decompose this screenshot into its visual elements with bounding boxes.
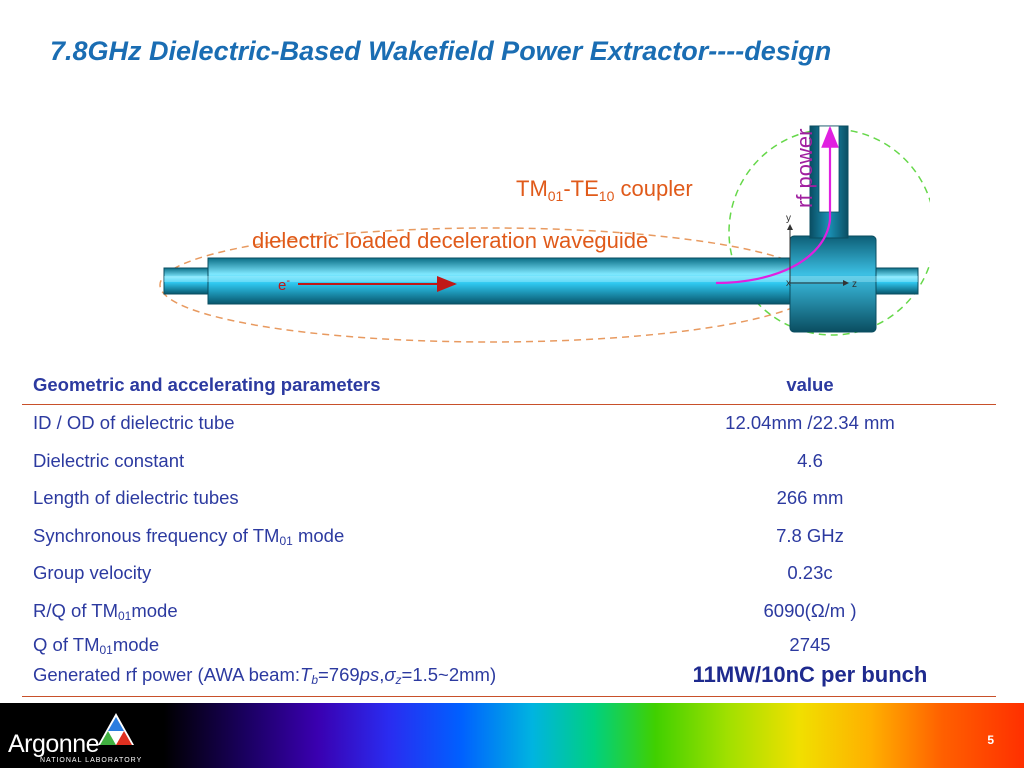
logo-text: Argonne [8,730,100,758]
waveguide-label: dielectric loaded deceleration waveguide [252,228,648,253]
table-row: Dielectric constant 4.6 [22,443,996,481]
row-value: 266 mm [776,487,844,508]
table-row: Generated rf power (AWA beam:Tb=769ps,σz… [22,662,996,697]
sigma-symbol: σ [384,664,396,685]
rf-power-path [715,125,839,285]
table-row: Synchronous frequency of TM01 mode 7.8 G… [22,518,996,556]
row-value: 2745 [789,634,831,655]
tube-highlight [164,276,918,282]
row-value: 7.8 GHz [776,524,844,546]
row-value: 0.23c [787,562,833,583]
row-parameter: R/Q of TM01mode [33,600,178,622]
row-parameter: Q of TM01mode [33,634,159,656]
param-text-post: mode [292,524,345,546]
row-parameter: ID / OD of dielectric tube [33,412,235,433]
row-value: 12.04mm /22.34 mm [725,412,895,433]
row-parameter: Length of dielectric tubes [33,487,239,508]
rf-power-label: rf power [792,129,817,208]
sigma-subscript-text: z [395,673,402,687]
header-parameter: Geometric and accelerating parameters [33,374,381,395]
parameters-table: Geometric and accelerating parameters va… [22,368,996,697]
table-row: Q of TM01mode 2745 [22,630,996,662]
row-parameter: Generated rf power (AWA beam:Tb=769ps,σz… [33,664,496,686]
table-row: Group velocity 0.23c [22,555,996,593]
param-text: Q of TM [33,634,100,655]
tb-value: =769 [318,664,360,685]
axis-y-label: y [786,213,791,224]
table-row: Length of dielectric tubes 266 mm [22,480,996,518]
param-subscript: 01 [117,608,132,623]
coupler-label-mid: -TE [563,176,598,201]
row-value: 4.6 [797,449,823,471]
coupler-label-post: coupler [614,176,692,201]
coupler-label-pre: TM [516,176,548,201]
header-value: value [786,374,834,395]
footer-bar: Argonne NATIONAL LABORATORY 5 [0,703,1024,768]
row-parameter: Dielectric constant [33,449,185,471]
table-header-row: Geometric and accelerating parameters va… [22,368,996,405]
row-value: 6090(Ω/m ) [763,599,857,621]
argonne-logo-icon [98,713,134,745]
param-subscript: 01 [99,643,113,657]
dielectric-tube [207,257,829,305]
param-text: Synchronous frequency of TM [33,524,280,546]
axis-x-label: x [786,278,791,289]
row-parameter: Group velocity [33,562,152,583]
slide-title: 7.8GHz Dielectric-Based Wakefield Power … [50,36,832,66]
row-parameter: Synchronous frequency of TM01 mode [33,525,344,547]
logo-subtitle: NATIONAL LABORATORY [40,757,143,764]
param-text-post: mode [131,599,178,621]
param-subscript: 01 [279,533,293,548]
electron-label: e- [278,275,290,294]
table-row: ID / OD of dielectric tube 12.04mm /22.3… [22,405,996,443]
tb-subscript: b [311,673,318,687]
tb-subscript-text: b [311,673,318,687]
param-text: Generated rf power (AWA beam: [33,664,300,685]
coupler-label-sub1: 01 [548,188,564,204]
electron-label-sup: - [286,275,290,287]
param-text-post: mode [112,634,160,655]
coupler-label-sub2: 10 [599,188,615,204]
sigma-value: =1.5~2mm) [401,664,497,685]
param-text: R/Q of TM [33,599,118,621]
electron-label-text: e [278,277,286,294]
tb-symbol: T [300,664,312,685]
coupler-label: TM01-TE10 coupler [516,176,693,204]
sigma-subscript: z [396,673,402,687]
wakefield-extractor-diagram: TM01-TE10 coupler dielectric loaded dece… [159,125,930,343]
page-number: 5 [987,733,994,747]
axis-z-label: z [852,279,857,290]
coupler-body [789,235,877,333]
table-row: R/Q of TM01mode 6090(Ω/m ) [22,593,996,631]
ps-unit: ps [359,664,380,685]
comma: , [379,664,385,685]
row-value: 11MW/10nC per bunch [692,662,928,687]
